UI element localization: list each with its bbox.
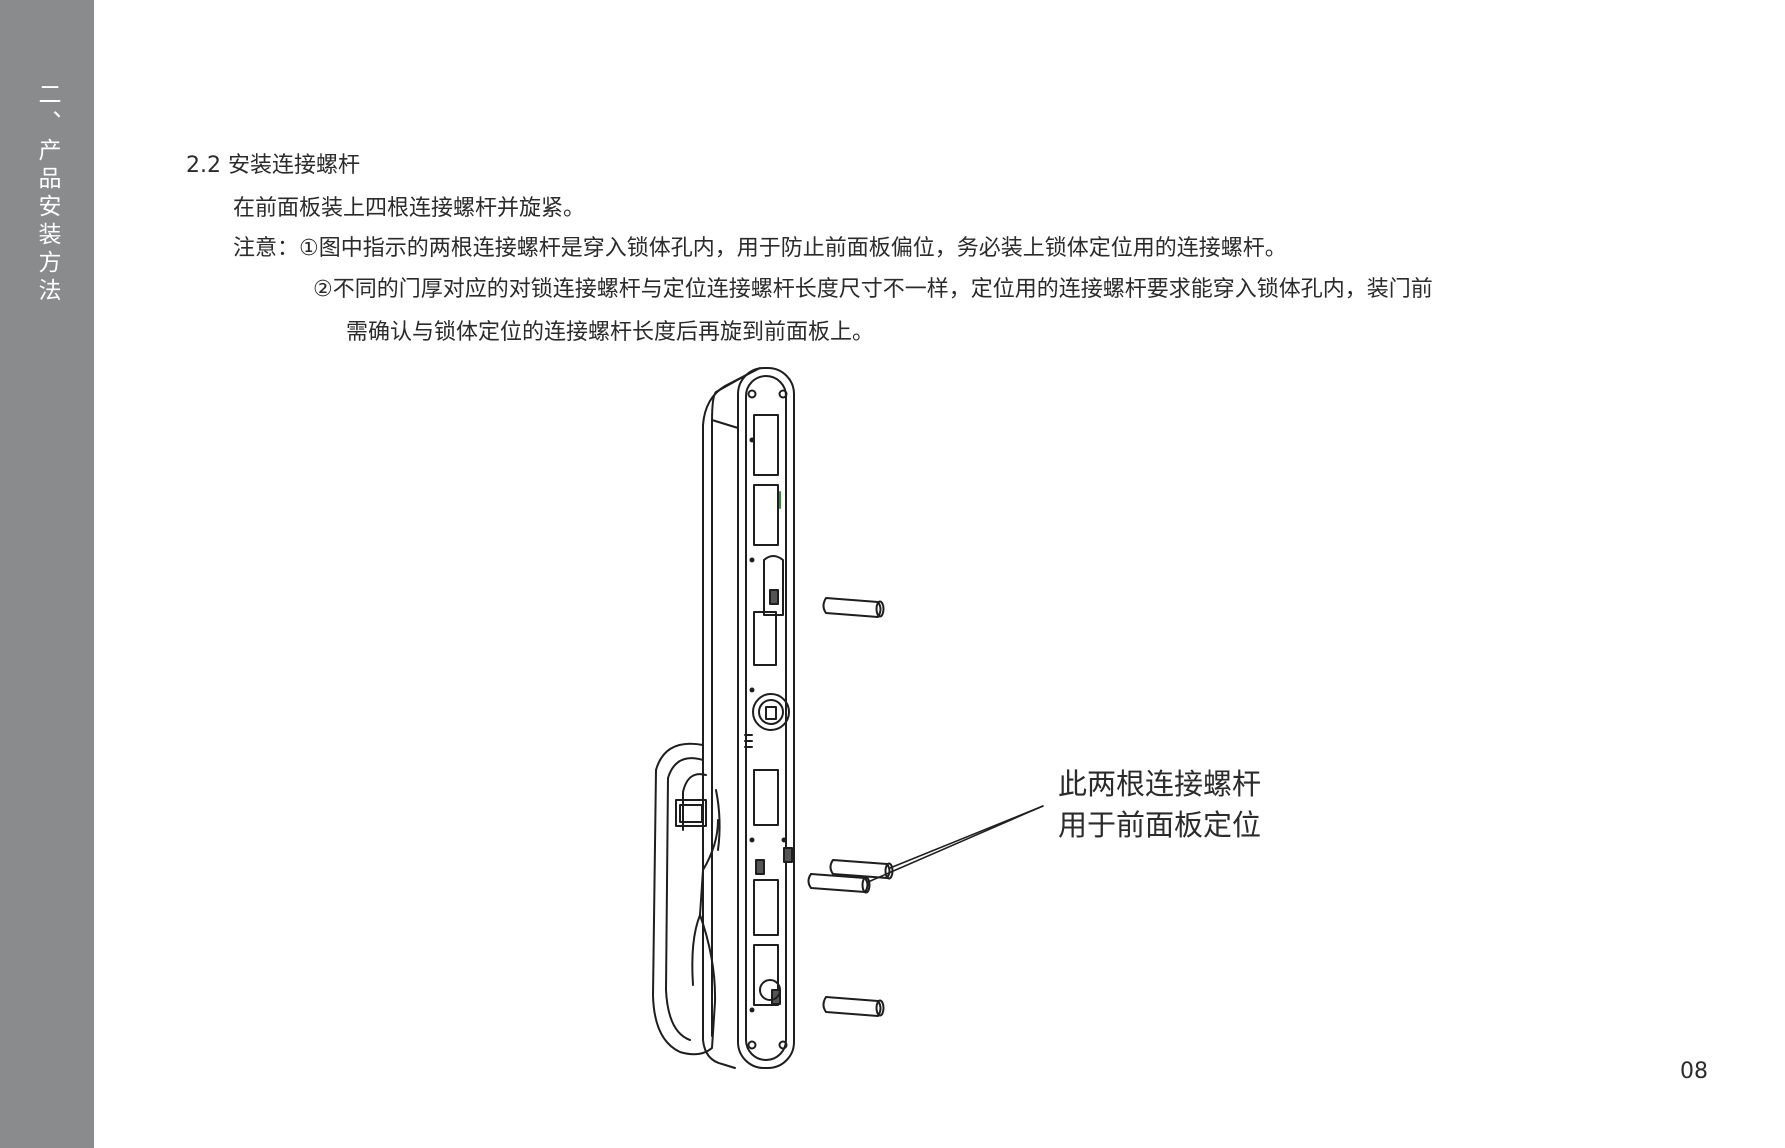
handle: [652, 742, 719, 1056]
panel-side-inner: [711, 373, 749, 1037]
page-number: 08: [1680, 1059, 1708, 1084]
callout-line-2: 用于前面板定位: [1058, 808, 1262, 842]
callout-leaders: [867, 805, 1044, 883]
callout-line-1: 此两根连接螺杆: [1058, 767, 1262, 801]
connecting-rods: [807, 597, 894, 1017]
note-line-3: 需确认与锁体定位的连接螺杆长度后再旋到前面板上。: [346, 320, 875, 345]
callout-label: 此两根连接螺杆 用于前面板定位: [1058, 764, 1261, 846]
instruction-text: 在前面板装上四根连接螺杆并旋紧。: [233, 196, 586, 221]
section-heading: 2.2 安装连接螺杆: [186, 153, 360, 178]
note-line-2: ②不同的门厚对应的对锁连接螺杆与定位连接螺杆长度尺寸不一样，定位用的连接螺杆要求…: [313, 277, 1433, 302]
section-title: 二、产品安装方法: [34, 82, 60, 306]
side-band: 二、产品安装方法: [0, 0, 94, 1148]
note-line-1: 注意：①图中指示的两根连接螺杆是穿入锁体孔内，用于防止前面板偏位，务必装上锁体定…: [233, 236, 1287, 261]
panel-front: [737, 367, 795, 1069]
